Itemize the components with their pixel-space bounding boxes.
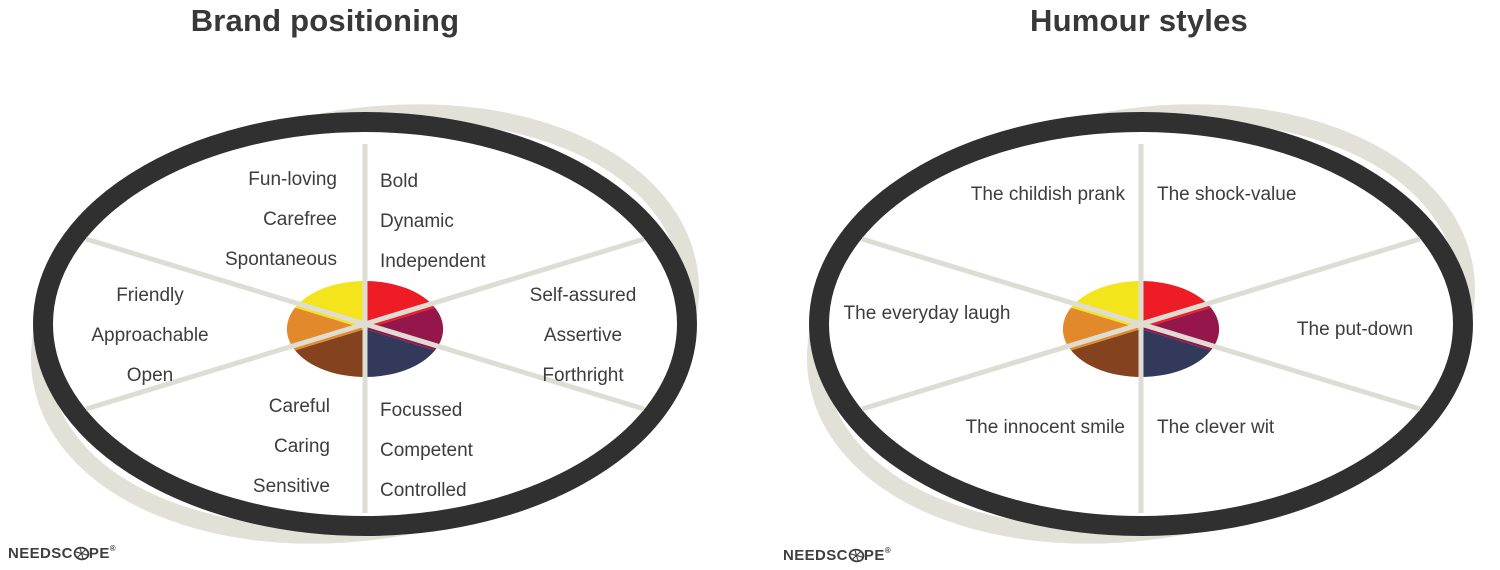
- sector-label: Focussed: [380, 400, 463, 421]
- sector-label: Independent: [380, 251, 486, 272]
- divider-line-diagonal-up: [861, 236, 1421, 412]
- logo-text-suffix: PE: [88, 545, 110, 562]
- sector-label: The put-down: [1296, 319, 1414, 340]
- sector-labels-top-left: Fun-loving Carefree Spontaneous: [137, 160, 337, 280]
- sector-labels-bottom-left: Careful Caring Sensitive: [130, 387, 330, 507]
- needscope-wheel-o-icon: [848, 548, 865, 563]
- sector-label: Spontaneous: [225, 249, 337, 270]
- sector-labels-top-left: The childish prank: [905, 175, 1125, 215]
- needscope-logo: NEEDSC PE ®: [783, 546, 891, 564]
- sector-label: Careful: [268, 396, 330, 417]
- needscope-wheel-o-icon: [73, 546, 90, 561]
- sector-label: Friendly: [116, 285, 184, 306]
- sector-labels-top-right: The shock-value: [1157, 175, 1417, 215]
- sector-label: Self-assured: [529, 285, 637, 306]
- pie-wedge-navy: [365, 329, 435, 378]
- needscope-logo: NEEDSC PE ®: [8, 544, 116, 562]
- registered-trademark-symbol: ®: [884, 546, 892, 555]
- sector-label: Forthright: [542, 365, 624, 386]
- sector-labels-bottom-left: The innocent smile: [905, 408, 1125, 448]
- sector-label: The clever wit: [1157, 417, 1275, 438]
- chart-title-humour-styles: Humour styles: [1030, 3, 1248, 38]
- sector-label: Sensitive: [252, 476, 330, 497]
- brand-positioning-wheel-panel: [0, 100, 740, 546]
- pie-wedge-brown: [295, 329, 365, 378]
- sector-label: Caring: [274, 436, 330, 457]
- logo-text-prefix: NEEDSC: [8, 545, 73, 562]
- sector-label: Approachable: [91, 325, 209, 346]
- sector-labels-left: Friendly Approachable Open: [40, 276, 260, 396]
- logo-text-suffix: PE: [863, 547, 885, 564]
- sector-label: Carefree: [263, 209, 337, 230]
- sector-label: The childish prank: [970, 184, 1125, 205]
- sector-label: Controlled: [380, 480, 467, 501]
- sector-label: Assertive: [543, 325, 623, 346]
- sector-labels-bottom-right: Focussed Competent Controlled: [380, 391, 600, 511]
- logo-text-prefix: NEEDSC: [783, 547, 848, 564]
- needscope-wheel-diagram: [31, 104, 699, 544]
- humour-styles-wheel-panel: [776, 100, 1500, 546]
- sector-labels-top-right: Bold Dynamic Independent: [380, 162, 600, 282]
- pie-wedge-navy: [1141, 329, 1211, 378]
- sector-labels-bottom-right: The clever wit: [1157, 408, 1377, 448]
- sector-labels-right: Self-assured Assertive Forthright: [473, 276, 693, 396]
- sector-label: Open: [126, 365, 174, 386]
- sector-label: Dynamic: [380, 211, 454, 232]
- sector-label: The everyday laugh: [843, 303, 1011, 324]
- sector-label: Bold: [380, 171, 419, 192]
- sector-label: Fun-loving: [248, 169, 337, 190]
- sector-label: Competent: [380, 440, 473, 461]
- needscope-wheel-diagram: [807, 104, 1475, 544]
- chart-title-brand-positioning: Brand positioning: [190, 3, 460, 38]
- sector-label: The innocent smile: [965, 417, 1125, 438]
- pie-wedge-brown: [1071, 329, 1141, 378]
- sector-labels-right: The put-down: [1245, 310, 1465, 350]
- registered-trademark-symbol: ®: [109, 544, 117, 553]
- divider-line-diagonal-up: [85, 236, 645, 412]
- sector-labels-left: The everyday laugh: [817, 294, 1037, 334]
- sector-label: The shock-value: [1157, 184, 1297, 205]
